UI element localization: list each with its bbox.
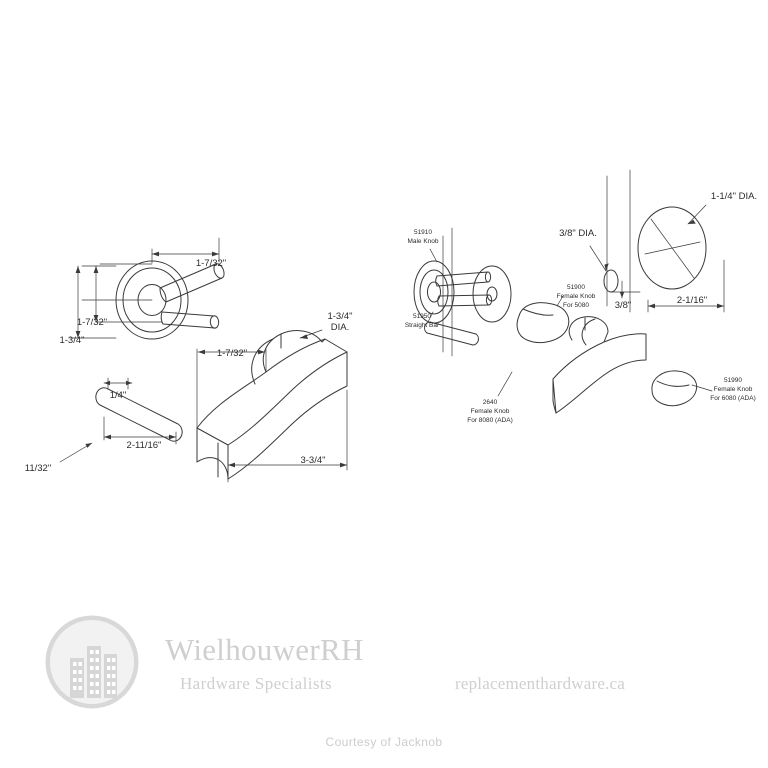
right-spindle-section bbox=[603, 269, 619, 293]
part-51990-number: 51990 bbox=[724, 377, 742, 384]
left-straight-bar bbox=[95, 387, 183, 442]
part-51910-number: 51910 bbox=[414, 229, 432, 236]
dim-r3: 3/8" bbox=[615, 300, 632, 311]
dim-d1: 1-7/32" bbox=[196, 258, 226, 269]
dim-d3: 1-3/4" bbox=[59, 335, 84, 346]
dim-d7: 2-11/16" bbox=[127, 440, 162, 451]
dim-d4: 1-3/4" bbox=[327, 311, 352, 322]
right-dimension-lines bbox=[427, 204, 725, 397]
dim-d6: 1/4" bbox=[110, 390, 127, 401]
dim-d8: 11/32" bbox=[25, 463, 51, 474]
part-51900-name: Female Knob bbox=[557, 293, 596, 300]
right-lever-handle bbox=[552, 316, 647, 414]
right-straight-bar bbox=[424, 321, 479, 346]
dim-r1: 1-1/4" DIA. bbox=[711, 191, 757, 202]
left-lever-handle bbox=[196, 330, 348, 480]
part-51910-name: Male Knob bbox=[407, 238, 438, 245]
part-51900-detail: For 5080 bbox=[563, 302, 589, 309]
dim-d9: 3-3/4" bbox=[300, 455, 325, 466]
part-2640-detail: For 8080 (ADA) bbox=[467, 417, 513, 424]
dim-d4-suffix: DIA. bbox=[331, 322, 349, 333]
right-female-knob-51990 bbox=[651, 370, 698, 407]
dim-r2: 3/8" DIA. bbox=[559, 228, 597, 239]
part-51990-detail: For 6080 (ADA) bbox=[710, 395, 756, 402]
part-2640-number: 2640 bbox=[483, 399, 498, 406]
part-51990-name: Female Knob bbox=[714, 386, 753, 393]
dim-d2: 1-7/32" bbox=[77, 317, 107, 328]
right-door-reference-lines bbox=[442, 169, 631, 357]
dim-r4: 2-1/16" bbox=[677, 295, 707, 306]
right-female-knob-51900 bbox=[472, 265, 512, 323]
part-51900-number: 51900 bbox=[567, 284, 585, 291]
left-dimension-lines bbox=[59, 237, 348, 483]
dim-d5: 1-7/32" bbox=[217, 348, 247, 359]
right-knob-face-circle bbox=[637, 206, 707, 290]
part-2640-name: Female Knob bbox=[471, 408, 510, 415]
part-51950-number: 51950 bbox=[413, 313, 431, 320]
right-female-knob-2640 bbox=[516, 302, 570, 343]
courtesy-text: Courtesy of Jacknob bbox=[325, 735, 443, 749]
part-51950-name: Straight Bar bbox=[405, 322, 440, 329]
left-male-knob-rose bbox=[115, 260, 225, 340]
